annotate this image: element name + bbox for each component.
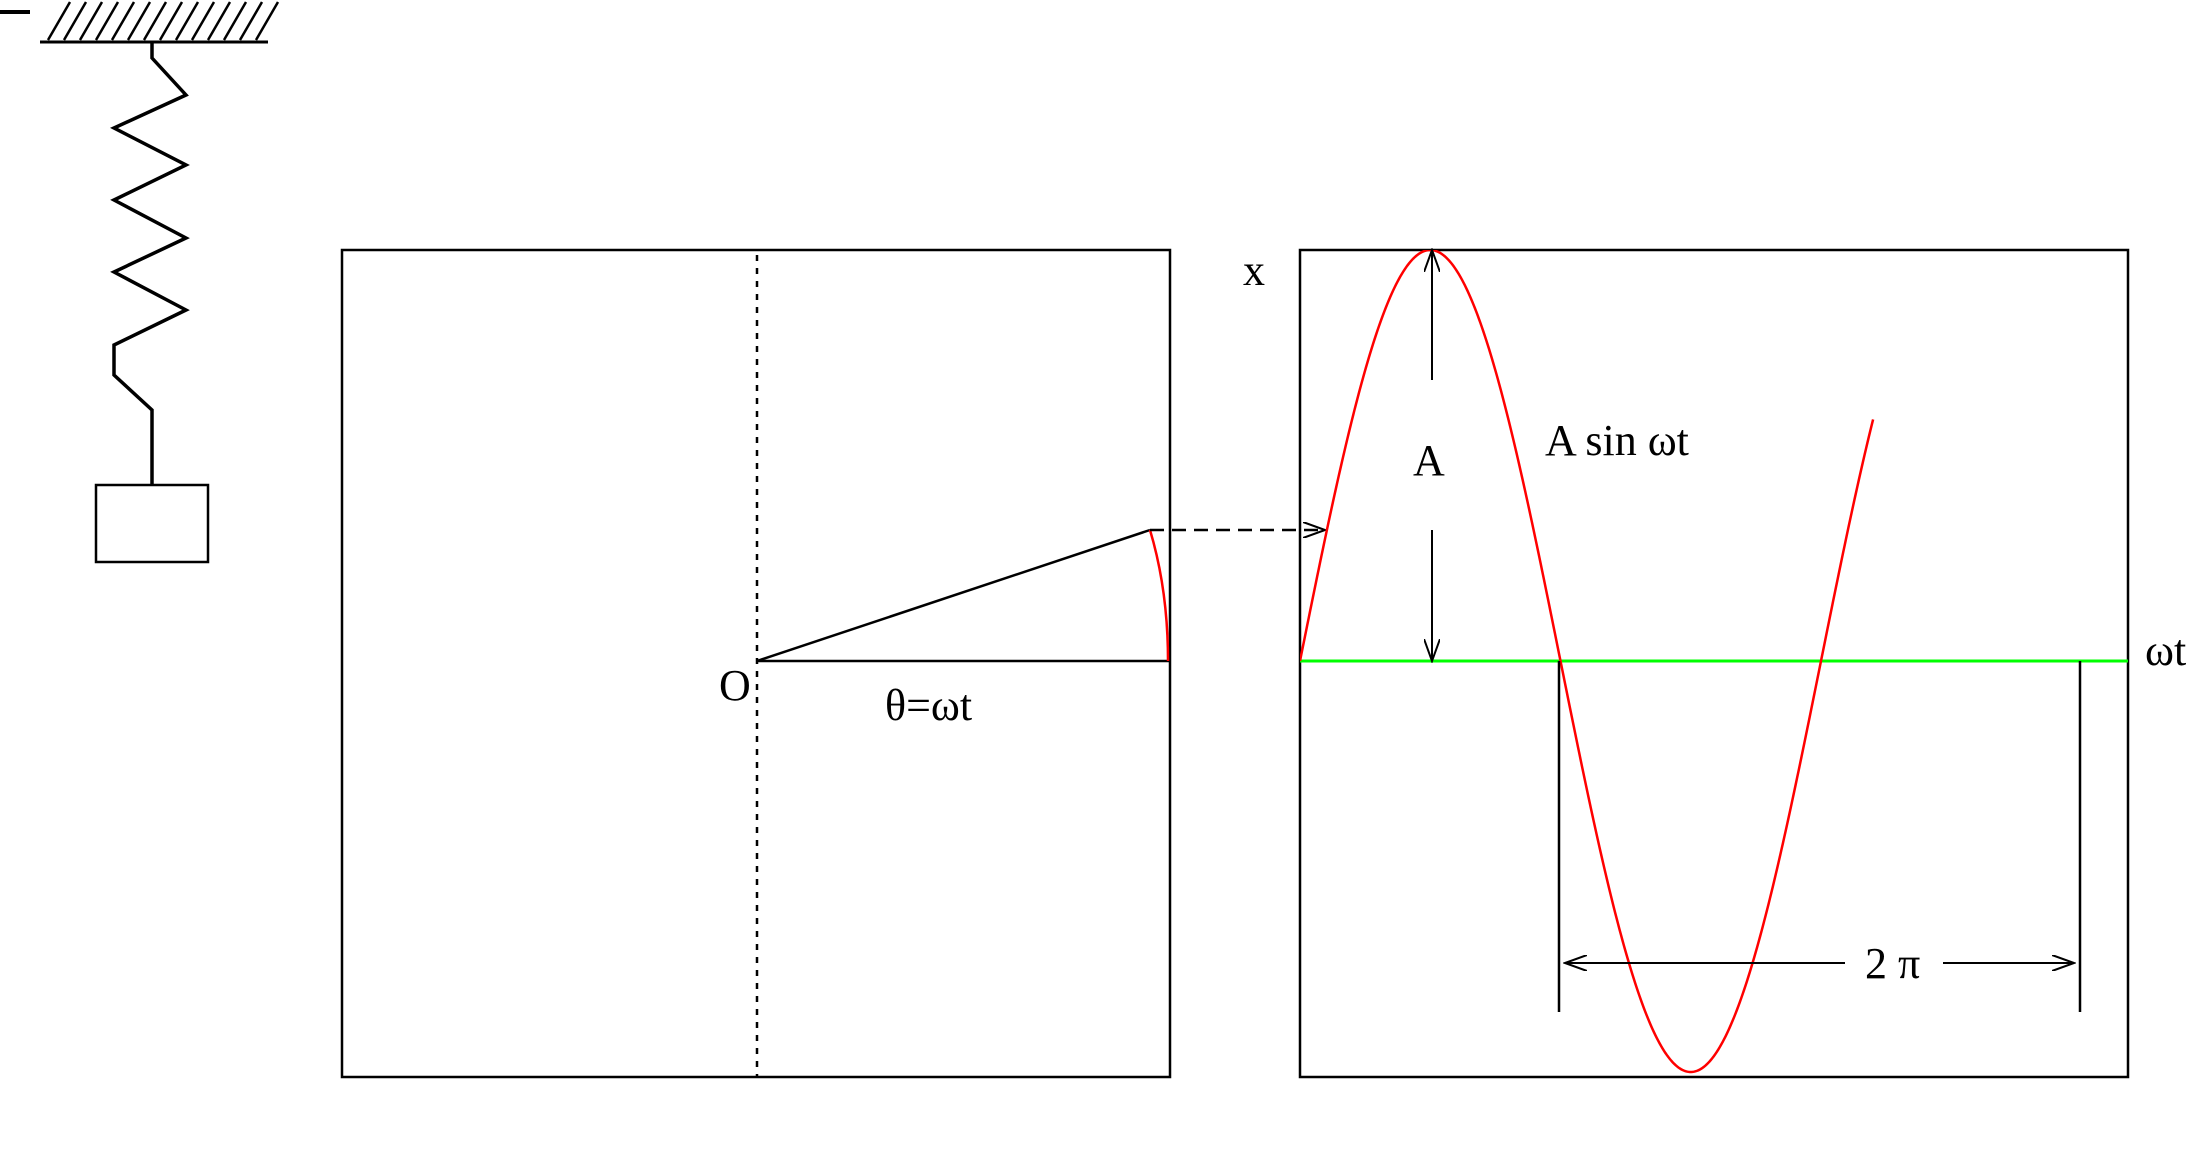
sine-frame: [1298, 248, 2130, 1079]
horizontal-axis-label: ωt: [2145, 626, 2186, 675]
sine-curve: [1300, 250, 1875, 1074]
phasor-panel: O θ=ωt: [340, 248, 1325, 1079]
angle-label: θ=ωt: [885, 681, 972, 730]
spring-mass-system: [0, 1, 280, 564]
amplitude-label: A: [1413, 436, 1445, 485]
function-label: A sin ωt: [1545, 416, 1689, 465]
spring-icon: [109, 42, 190, 485]
hatched-ceiling-icon: [0, 1, 280, 44]
origin-label: O: [719, 661, 751, 710]
x-axis-label: x: [1243, 246, 1265, 295]
period-label: 2 π: [1865, 939, 1920, 988]
rotating-vector: [756, 528, 1151, 663]
mass-block-icon: [94, 483, 210, 564]
sine-panel: A A sin ωt x ωt 2 π: [1243, 246, 2186, 1079]
angle-arc: [1148, 529, 1170, 662]
